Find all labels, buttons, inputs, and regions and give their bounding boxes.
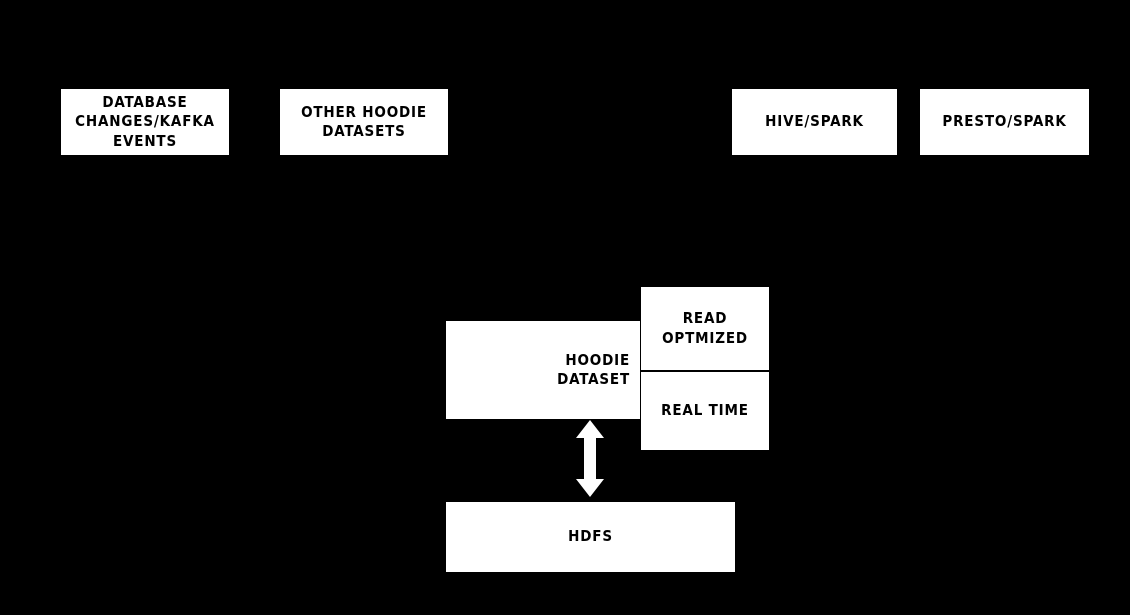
node-label: HIVE/SPARK (765, 112, 864, 131)
node-other-hoodie-datasets[interactable]: OTHER HOODIE DATASETS (280, 89, 448, 155)
node-read-optimized-view[interactable]: READ OPTMIZED (641, 287, 769, 370)
node-presto-spark[interactable]: PRESTO/SPARK (920, 89, 1089, 155)
node-label: HOODIE DATASET (557, 350, 630, 388)
node-database-changes-kafka-events[interactable]: DATABASE CHANGES/KAFKA EVENTS (61, 89, 229, 155)
node-hive-spark[interactable]: HIVE/SPARK (732, 89, 897, 155)
node-label: PRESTO/SPARK (942, 112, 1067, 131)
node-label: REAL TIME (661, 401, 749, 420)
node-label: OTHER HOODIE DATASETS (301, 102, 427, 140)
node-hdfs[interactable]: HDFS (446, 502, 735, 572)
double-headed-arrow-icon (574, 419, 606, 498)
node-label: DATABASE CHANGES/KAFKA EVENTS (75, 93, 215, 150)
node-label: READ OPTMIZED (662, 309, 748, 347)
node-hoodie-dataset[interactable]: HOODIE DATASET (446, 321, 640, 419)
node-real-time-view[interactable]: REAL TIME (641, 370, 769, 450)
views-panel: READ OPTMIZED REAL TIME (641, 287, 769, 450)
node-label: HDFS (568, 527, 613, 546)
